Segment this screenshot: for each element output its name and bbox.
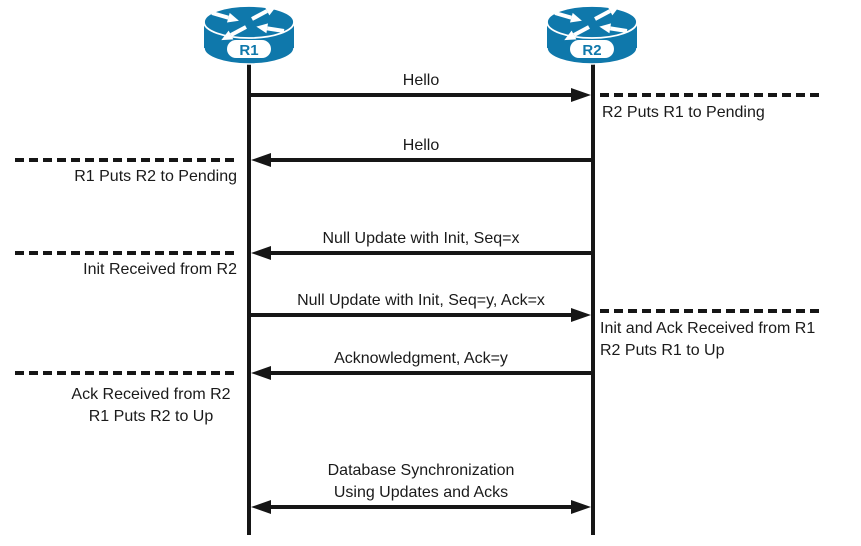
state-note-r2-up-line1: Init and Ack Received from R1 — [600, 320, 816, 337]
arrowhead-left-icon — [251, 500, 271, 514]
arrowhead-right-icon — [571, 308, 591, 322]
message-label-null-update-init-ack: Null Update with Init, Seq=y, Ack=x — [297, 292, 545, 309]
message-arrow-hello-2 — [251, 153, 591, 167]
message-label-db-sync-line2: Using Updates and Acks — [333, 484, 509, 501]
message-arrow-null-update-init-ack — [251, 308, 591, 322]
state-note-init-received: Init Received from R2 — [83, 261, 237, 278]
lifeline-r1 — [247, 56, 251, 535]
message-label-db-sync-line1: Database Synchronization — [327, 462, 515, 479]
message-label-hello-2: Hello — [402, 137, 440, 154]
message-line — [267, 505, 575, 509]
message-label-hello-1: Hello — [402, 72, 440, 89]
router-direction-arrows-icon — [211, 5, 285, 41]
state-divider-r2-up — [600, 309, 823, 313]
message-label-acknowledgment: Acknowledgment, Ack=y — [334, 350, 508, 367]
message-arrow-acknowledgment — [251, 366, 591, 380]
message-line — [267, 251, 591, 255]
message-line — [251, 313, 575, 317]
message-label-db-sync: Database Synchronization Using Updates a… — [251, 460, 591, 504]
message-line — [267, 158, 591, 162]
router-direction-arrows-icon — [554, 5, 628, 41]
arrowhead-right-icon — [571, 500, 591, 514]
router-icon-r2: R2 — [546, 5, 638, 65]
router-label-plate — [227, 40, 271, 58]
state-note-r1-up-line2: R1 Puts R2 to Up — [88, 408, 214, 425]
router-label-plate — [570, 40, 614, 58]
state-note-r2-pending: R2 Puts R1 to Pending — [602, 104, 765, 121]
state-divider-r2-pending — [600, 93, 823, 97]
router-icon-r1: R1 — [203, 5, 295, 65]
state-note-r1-up-line1: Ack Received from R2 — [71, 386, 231, 403]
message-arrow-hello-1 — [251, 88, 591, 102]
arrowhead-left-icon — [251, 366, 271, 380]
state-note-r1-pending: R1 Puts R2 to Pending — [74, 168, 237, 185]
arrowhead-left-icon — [251, 153, 271, 167]
arrowhead-left-icon — [251, 246, 271, 260]
message-arrow-db-sync — [251, 500, 591, 514]
lifeline-r2 — [591, 56, 595, 535]
state-note-r2-up: Init and Ack Received from R1 R2 Puts R1… — [600, 318, 815, 362]
arrowhead-right-icon — [571, 88, 591, 102]
state-divider-r1-pending — [15, 158, 237, 162]
router-label-r2: R2 — [582, 42, 601, 59]
state-divider-r1-up — [15, 371, 237, 375]
message-label-null-update-init: Null Update with Init, Seq=x — [322, 230, 520, 247]
state-divider-init-received — [15, 251, 237, 255]
message-line — [251, 93, 575, 97]
message-line — [267, 371, 591, 375]
message-arrow-null-update-init — [251, 246, 591, 260]
state-note-r1-up: Ack Received from R2 R1 Puts R2 to Up — [31, 384, 271, 428]
router-label-r1: R1 — [239, 42, 258, 59]
state-note-r2-up-line2: R2 Puts R1 to Up — [600, 342, 725, 359]
